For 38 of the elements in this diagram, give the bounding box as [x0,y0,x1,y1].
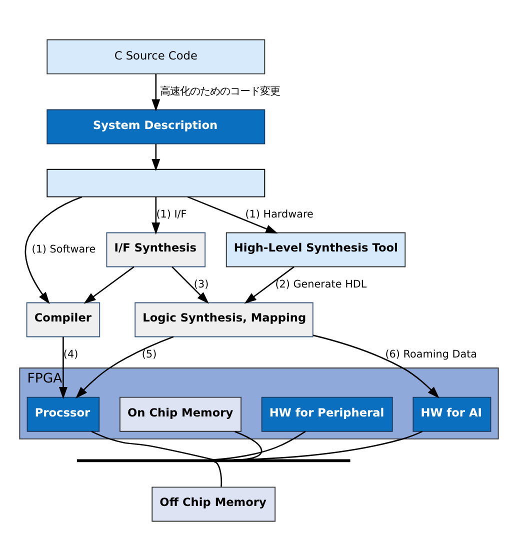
node-box [46,168,266,197]
arrow [58,336,68,399]
node-box: I/F Synthesis [106,232,206,267]
arrow [172,266,209,304]
node-box: Compiler [26,302,100,337]
edge-label: (5) [142,348,157,360]
node-box: Logic Synthesis, Mapping [134,302,314,337]
edge-label: (1) Software [32,242,96,255]
edge-label: (1) I/F [156,208,187,220]
edge-label: (1) Hardware [245,208,314,220]
node-box: C Source Code [46,38,266,74]
arrow [76,336,174,398]
connector [214,460,222,486]
node-box: On Chip Memory [119,396,242,432]
connector [234,430,262,460]
arrow [24,196,82,304]
arrow [152,196,160,234]
node-bar [76,458,350,462]
edge-label: (4) [63,348,78,360]
arrow [244,266,294,304]
connector [214,430,306,460]
connector [91,430,214,460]
node-box: High-Level Synthesis Tool [226,232,406,267]
connector [234,430,423,460]
arrow [152,144,160,171]
edge-label: (3) [194,278,209,290]
arrow [313,334,440,398]
edge-label: 高速化のためのコード変更 [160,84,280,97]
arrow [84,266,134,304]
node-box: System Description [46,108,266,144]
node-box: Off Chip Memory [152,486,276,522]
node-box: HW for Peripheral [261,396,393,432]
node-box: Procssor [26,396,100,432]
edge-label: (6) Roaming Data [385,348,478,360]
edge-label: (2) Generate HDL [275,278,367,290]
node-box: HW for AI [412,396,492,432]
arrow [152,73,160,111]
arrow [187,196,278,233]
